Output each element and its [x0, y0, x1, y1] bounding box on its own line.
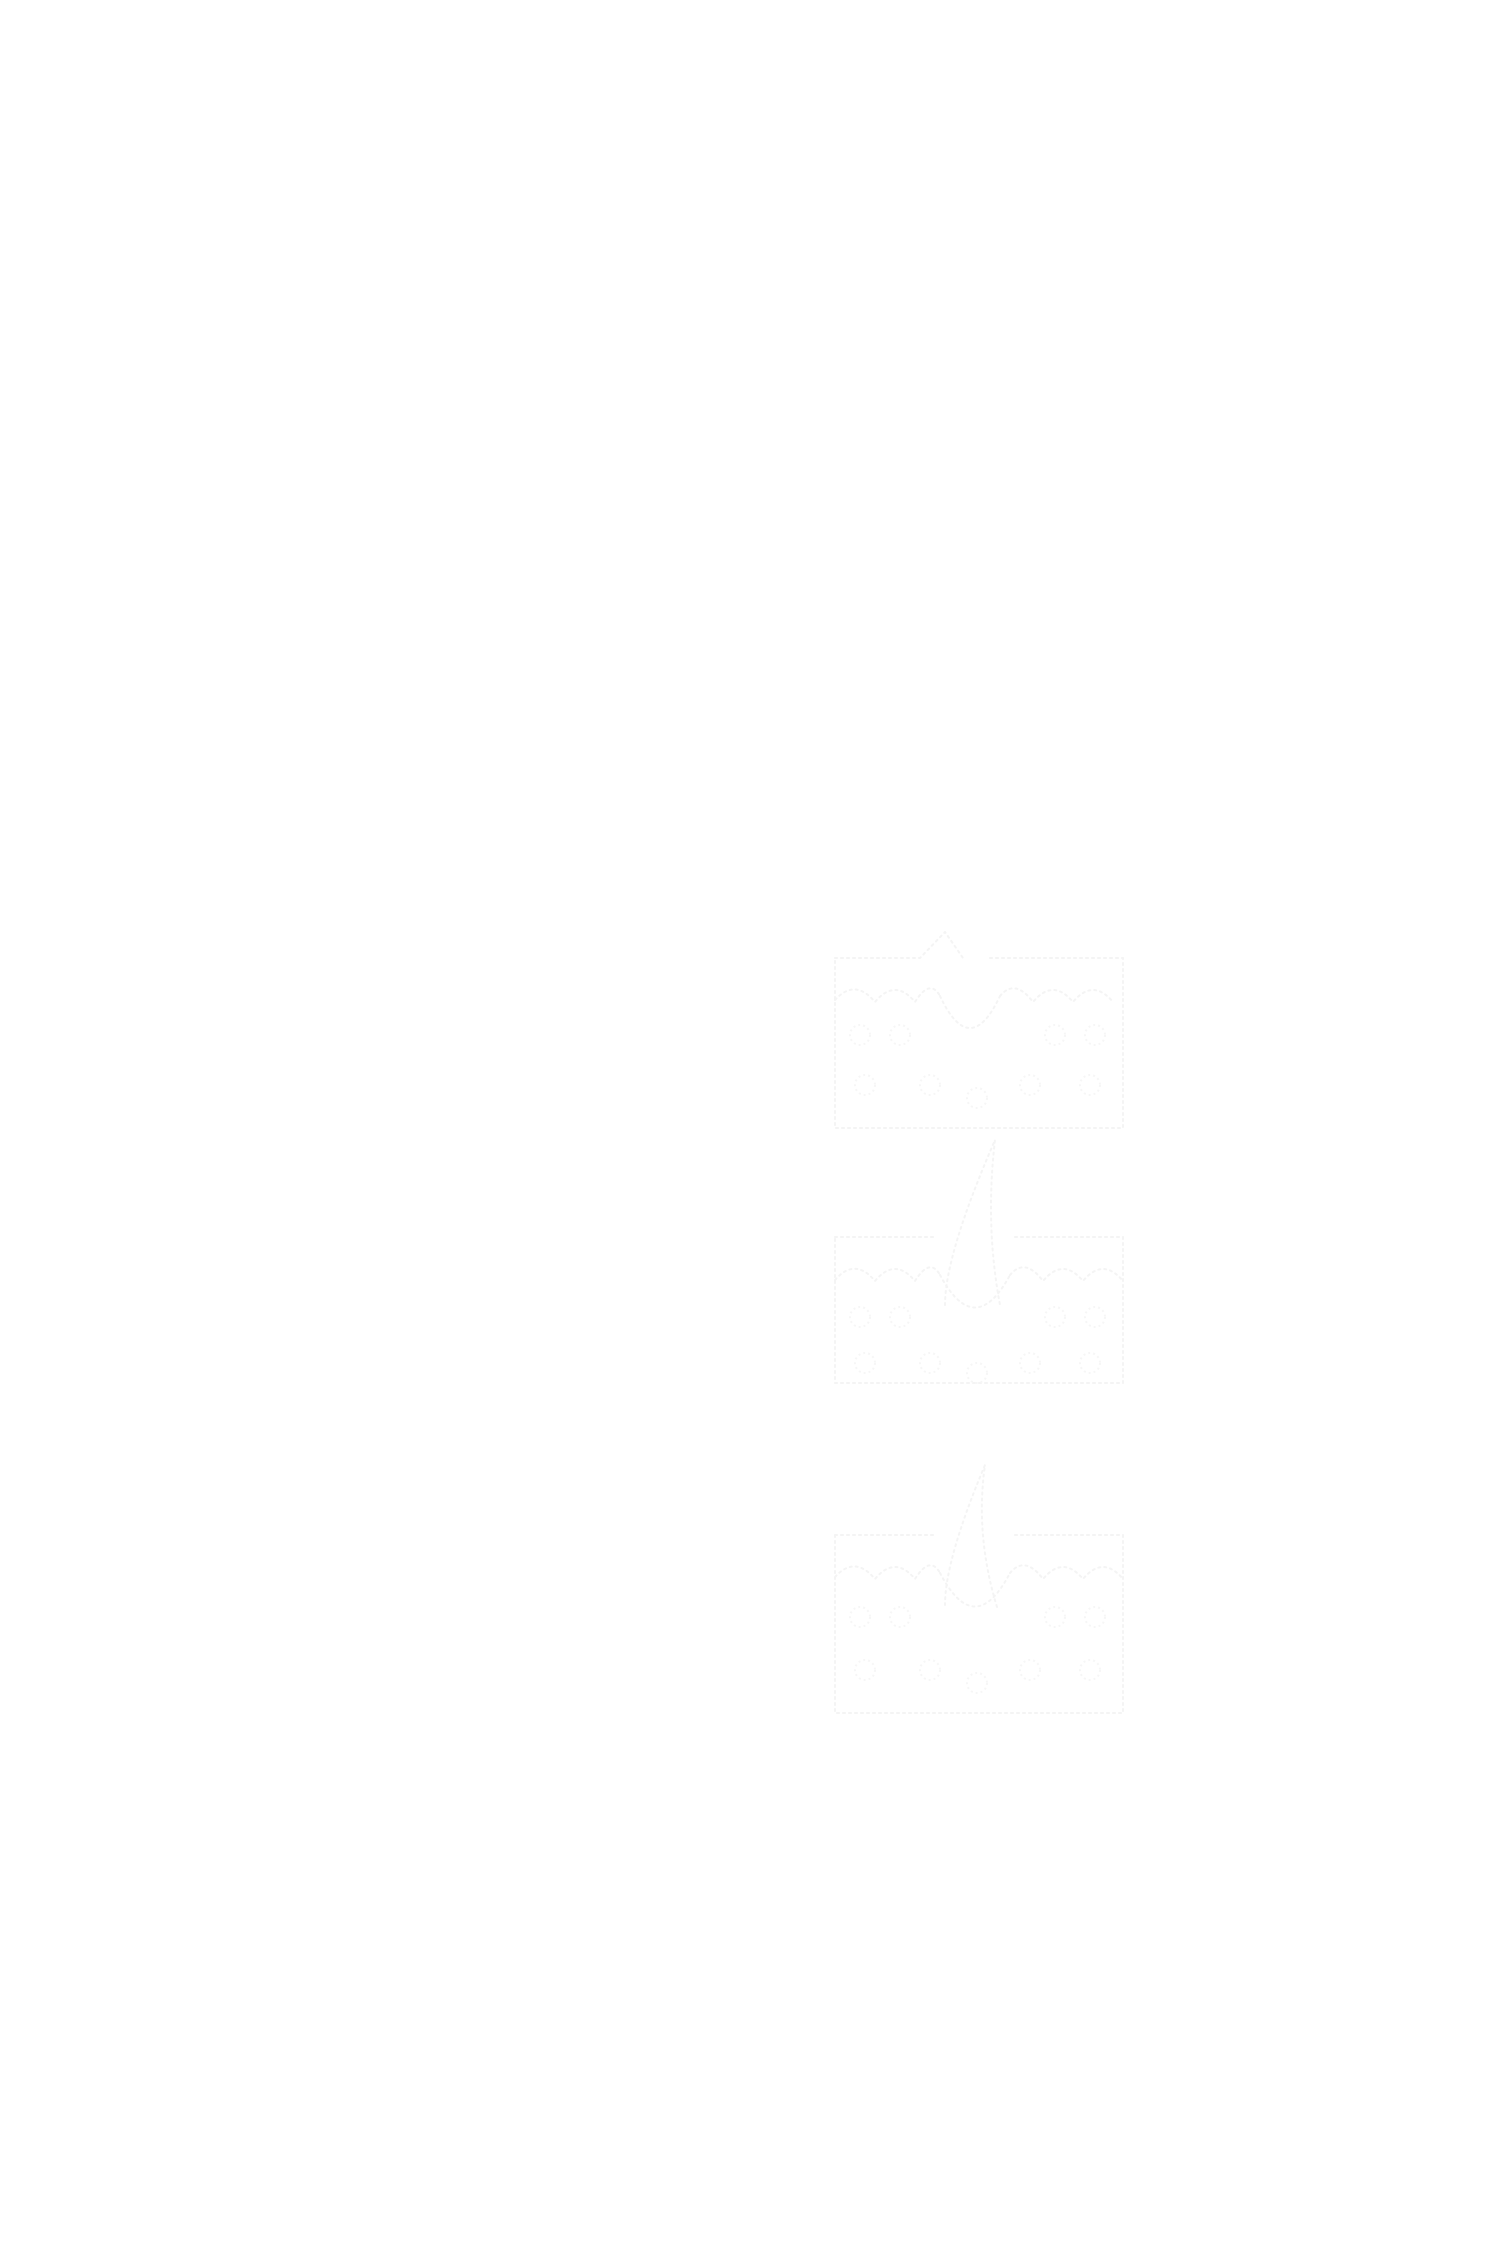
- skin-layer-hair-growing-icon: [825, 1139, 1130, 1385]
- skin-layer-open-follicle-icon: [825, 930, 1130, 1130]
- skin-layer-hair-grown-icon: [825, 1464, 1130, 1715]
